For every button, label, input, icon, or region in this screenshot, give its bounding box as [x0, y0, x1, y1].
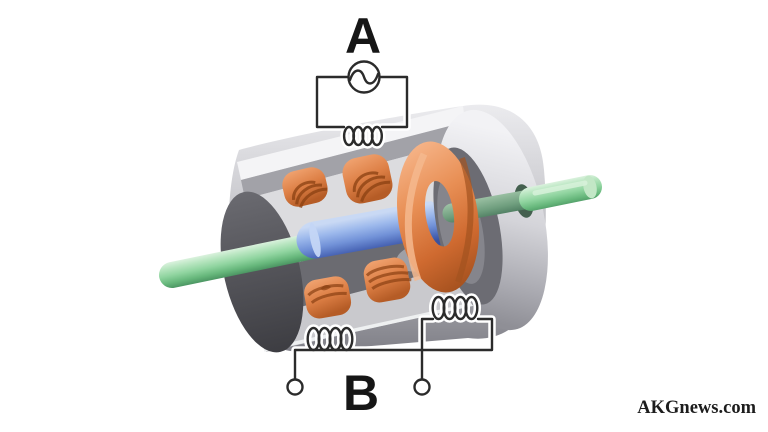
label-output: B	[343, 365, 379, 421]
stator-winding-bottom-left	[304, 276, 352, 319]
shaft-left	[159, 231, 335, 288]
label-excitation: A	[345, 8, 381, 64]
stator-winding-top-right	[342, 154, 393, 204]
stator-winding-bottom-right	[363, 257, 412, 303]
watermark: AKGnews.com	[637, 398, 756, 418]
stator-winding-top-left	[282, 167, 328, 209]
housing-left-cap	[220, 191, 304, 353]
device-cutaway	[159, 104, 602, 353]
shaft-right	[519, 175, 602, 211]
rotor-winding-ring	[397, 141, 479, 293]
